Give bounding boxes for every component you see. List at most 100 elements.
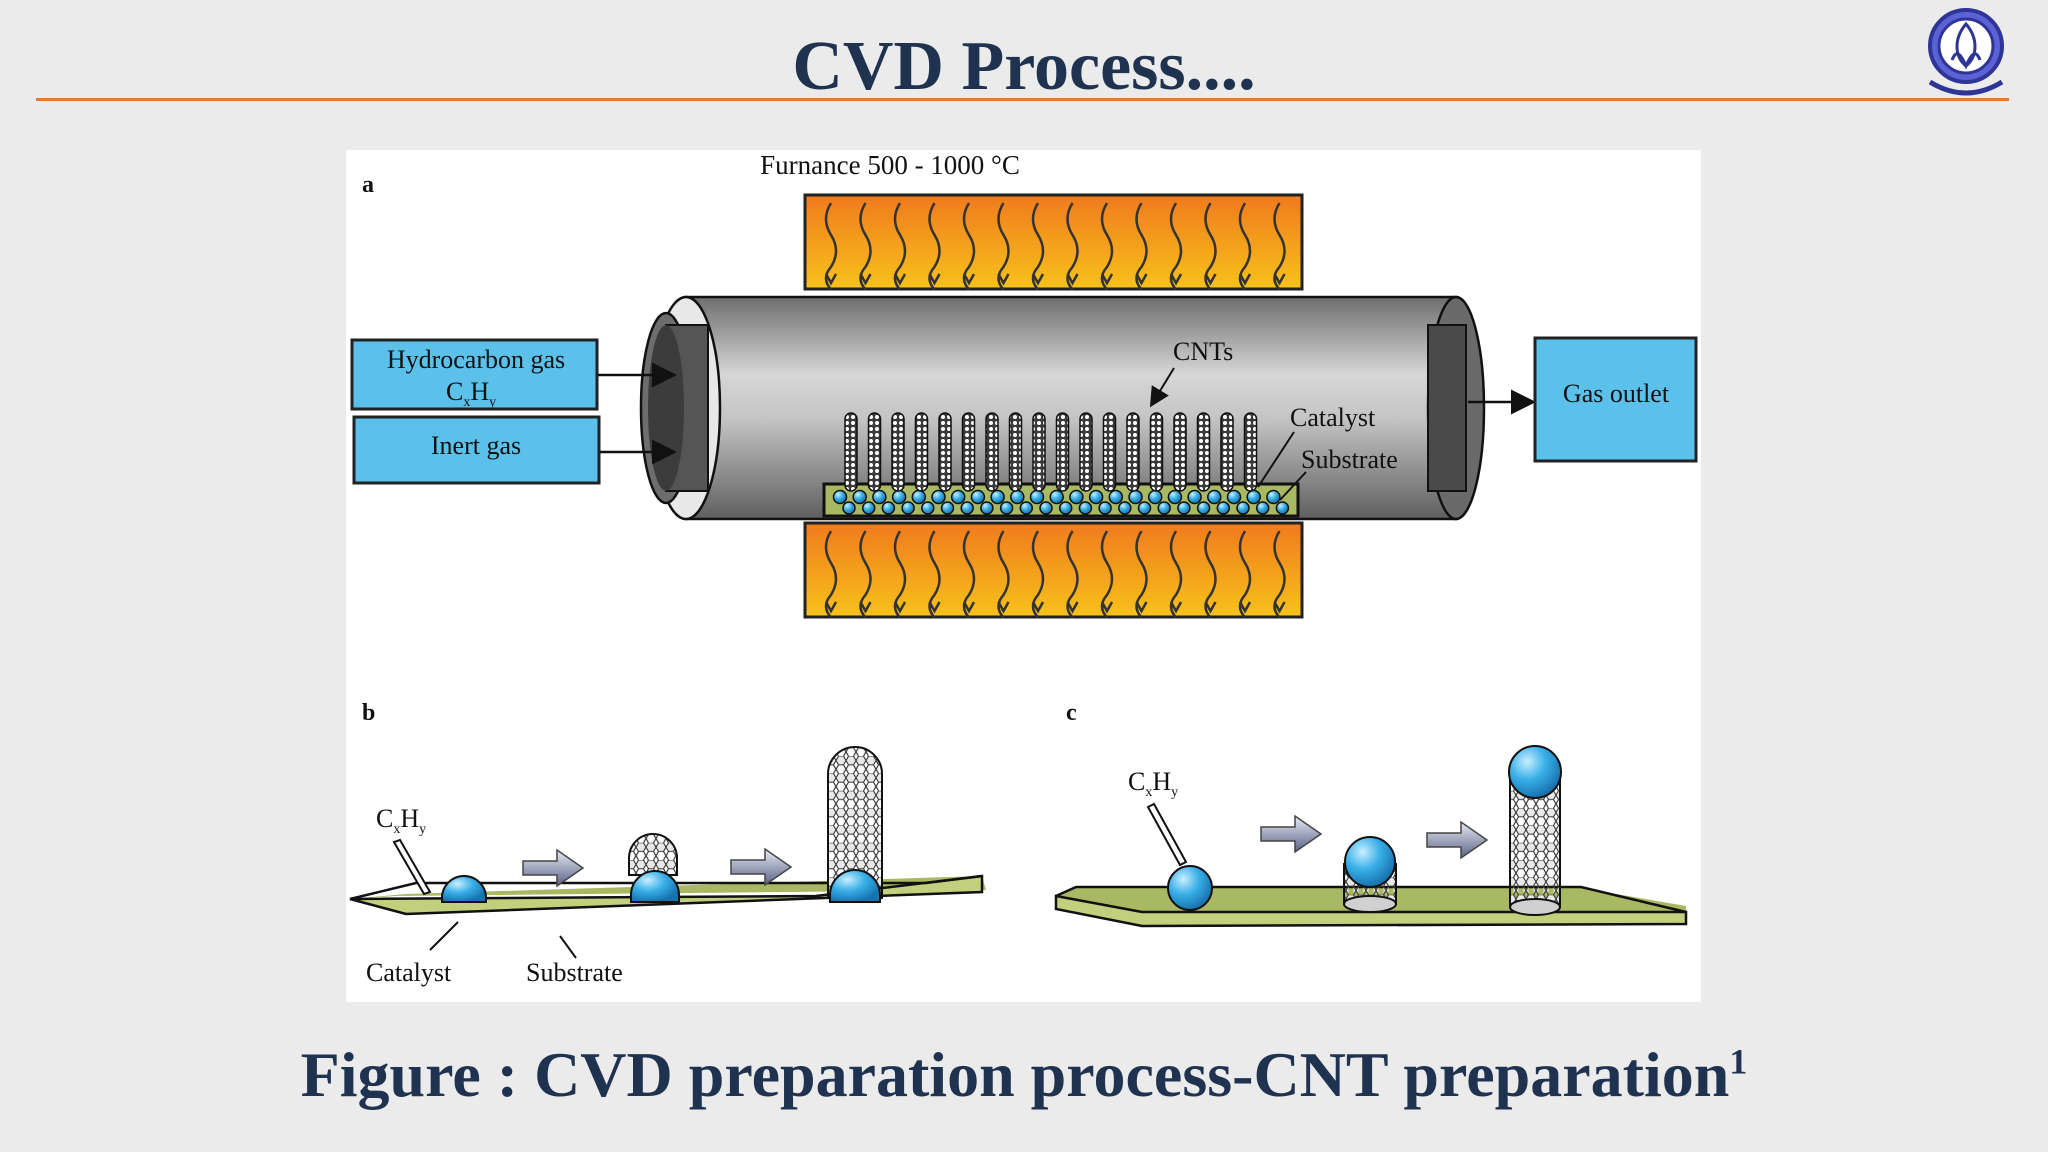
catalyst-particle (842, 501, 856, 515)
catalyst-particle (970, 489, 986, 505)
catalyst-particle (881, 501, 896, 515)
heat-wave-line (824, 530, 838, 619)
heat-wave-line (1135, 202, 1148, 291)
heat-wave-arrowhead (1169, 601, 1183, 614)
heat-wave-line (859, 530, 872, 619)
heat-wave-line (997, 202, 1010, 291)
heat-wave-arrowhead (997, 601, 1010, 614)
catalyst-particle (1177, 501, 1191, 515)
heat-wave-line (962, 202, 976, 291)
heat-wave-arrowhead (893, 273, 907, 286)
catalyst-particle (1088, 489, 1104, 505)
slide-title: CVD Process.... (792, 28, 1256, 105)
heat-wave-line (1066, 530, 1079, 619)
heat-wave-line (1031, 530, 1045, 619)
catalyst-particle (1157, 501, 1171, 515)
catalyst-particle (1039, 501, 1053, 515)
catalyst-particle (1196, 501, 1211, 515)
heat-wave-line (1204, 202, 1217, 291)
carbon-nanotube (1079, 412, 1093, 492)
heat-wave-arrowhead (893, 601, 907, 614)
cnt-cap-b (628, 833, 680, 903)
grown-cnt-c (1508, 745, 1562, 916)
heat-wave-arrowhead (1238, 273, 1252, 286)
hydrocarbon-formula: CxHy (446, 377, 496, 410)
catalyst-particle (832, 489, 848, 505)
catalyst-particle (1019, 501, 1034, 515)
heat-wave-arrowhead (962, 273, 976, 286)
catalyst-particle (1108, 489, 1124, 505)
carbon-nanotube (867, 412, 882, 492)
gas-outlet[interactable]: Gas outlet (1533, 336, 1698, 463)
heat-wave-arrowhead (1273, 273, 1286, 286)
carbon-nanotube (961, 412, 976, 492)
inert-gas-label: Inert gas (431, 431, 521, 460)
catalyst-particle (1266, 489, 1281, 505)
cvd-figure: a Furnance 500 - 1000 °C Hydrocarbo (346, 150, 1701, 1002)
heat-wave-line (1169, 202, 1183, 291)
catalyst-particle (901, 501, 915, 515)
heat-wave-line (928, 202, 941, 291)
step-arrow-b1 (522, 848, 585, 888)
title-divider (36, 98, 2009, 101)
hydrocarbon-gas-label: Hydrocarbon gas (387, 345, 565, 374)
heat-wave-line (928, 530, 941, 619)
heat-wave-arrowhead (1066, 273, 1079, 286)
heat-wave-line (1238, 530, 1252, 619)
cnts-label: CNTs (1173, 337, 1233, 366)
carbon-nanotube (1220, 412, 1234, 492)
catalyst-particle (1098, 501, 1112, 515)
hydrocarbon-formula-c: CxHy (1128, 767, 1178, 800)
heat-wave-line (1273, 202, 1286, 291)
catalyst-particle (1226, 489, 1242, 505)
heat-wave-arrowhead (859, 273, 872, 286)
catalyst-particle (980, 501, 994, 515)
substrate-bed (822, 412, 1300, 518)
panel-a-letter: a (362, 172, 374, 198)
catalyst-particle (1078, 501, 1093, 515)
heat-wave-arrowhead (1135, 273, 1148, 286)
catalyst-particle (852, 489, 867, 505)
carbon-nanotube (1126, 412, 1140, 492)
catalyst-particle (861, 501, 876, 515)
catalyst-particle (1207, 489, 1222, 505)
heat-wave-arrowhead (997, 273, 1010, 286)
step-arrow-c1 (1260, 814, 1323, 854)
carbon-nanotube (1102, 412, 1117, 492)
hydrocarbon-arrow-c (1146, 802, 1188, 867)
heat-wave-line (893, 202, 907, 291)
heat-wave-line (859, 202, 872, 291)
hydrocarbon-arrow-b (392, 838, 432, 896)
catalyst-particle (960, 501, 974, 515)
catalyst-particle (1275, 501, 1290, 515)
heat-wave-arrowhead (824, 273, 838, 286)
inert-gas-inlet[interactable]: Inert gas (352, 415, 601, 485)
catalyst-particle (950, 489, 966, 505)
substrate-label-a: Substrate (1301, 445, 1398, 474)
panel-c: c CxHy (1054, 700, 1688, 928)
heat-wave-arrowhead (1100, 601, 1114, 614)
catalyst-particle (911, 489, 927, 505)
catalyst-particle (921, 501, 935, 515)
grown-cnt-b (827, 746, 883, 903)
hydrocarbon-gas-inlet[interactable]: Hydrocarbon gas CxHy (350, 338, 599, 411)
catalyst-particle (1029, 489, 1045, 505)
catalyst-particle (1147, 489, 1163, 505)
catalyst-particle (1187, 489, 1202, 505)
catalyst-particle (999, 501, 1014, 515)
heat-wave-line (1204, 530, 1217, 619)
carbon-nanotube (914, 412, 929, 492)
catalyst-particle (891, 489, 907, 505)
heat-wave-arrowhead (859, 601, 872, 614)
heat-wave-line (824, 202, 838, 291)
carbon-nanotube (1149, 412, 1164, 492)
heat-wave-arrowhead (928, 273, 941, 286)
heat-wave-line (1031, 202, 1045, 291)
catalyst-particle (1069, 489, 1084, 505)
catalyst-particle (1137, 501, 1152, 515)
catalyst-particle (1246, 489, 1261, 505)
carbon-nanotube (1055, 412, 1070, 492)
carbon-nanotube (938, 412, 952, 492)
caption-text: Figure : CVD preparation process-CNT pre… (300, 1039, 1730, 1110)
heat-wave-arrowhead (1100, 273, 1114, 286)
